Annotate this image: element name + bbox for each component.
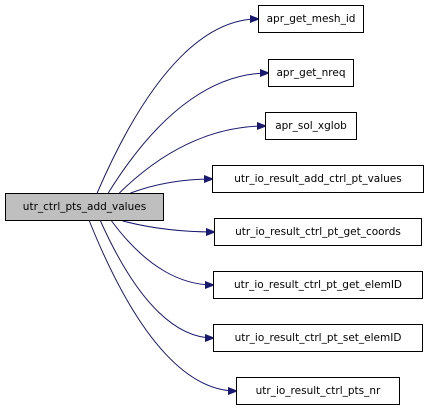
call-edge [107, 73, 268, 194]
callee-label: utr_io_result_ctrl_pt_get_coords [235, 226, 401, 238]
call-edge [96, 19, 258, 194]
call-edge [88, 220, 236, 391]
callee-label: apr_sol_xglob [275, 120, 347, 132]
callee-label: utr_io_result_ctrl_pts_nr [255, 385, 381, 397]
callee-label: apr_get_mesh_id [266, 13, 356, 25]
callee-node-utr-io-result-ctrl-pt-get-coords[interactable]: utr_io_result_ctrl_pt_get_coords [214, 218, 422, 246]
call-edge [119, 126, 265, 194]
call-edge [100, 220, 213, 338]
callee-node-apr-get-mesh-id[interactable]: apr_get_mesh_id [258, 5, 364, 33]
callee-node-apr-sol-xglob[interactable]: apr_sol_xglob [265, 112, 357, 140]
call-edge [111, 220, 213, 285]
root-function-node: utr_ctrl_pts_add_values [5, 193, 164, 221]
callee-node-utr-io-result-add-ctrl-pt-values[interactable]: utr_io_result_add_ctrl_pt_values [212, 165, 424, 193]
call-edge [122, 220, 214, 232]
callee-label: utr_io_result_ctrl_pt_set_elemID [234, 332, 402, 344]
callee-label: utr_io_result_add_ctrl_pt_values [234, 173, 402, 185]
call-edge [130, 179, 212, 194]
callee-node-utr-io-result-ctrl-pt-get-elemid[interactable]: utr_io_result_ctrl_pt_get_elemID [213, 271, 423, 299]
callee-node-apr-get-nreq[interactable]: apr_get_nreq [268, 59, 354, 87]
callee-node-utr-io-result-ctrl-pt-set-elemid[interactable]: utr_io_result_ctrl_pt_set_elemID [213, 324, 423, 352]
root-function-label: utr_ctrl_pts_add_values [22, 201, 147, 213]
callee-label: utr_io_result_ctrl_pt_get_elemID [233, 279, 403, 291]
callee-node-utr-io-result-ctrl-pts-nr[interactable]: utr_io_result_ctrl_pts_nr [236, 377, 400, 405]
callee-label: apr_get_nreq [276, 67, 346, 79]
